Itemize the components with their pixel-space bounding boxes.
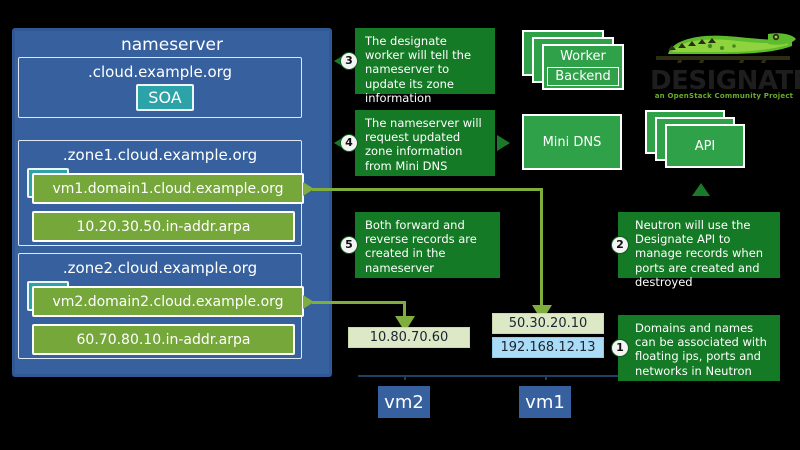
backend-chip: Backend [547, 67, 619, 86]
callout-2: Neutron will use the Designate API to ma… [625, 212, 780, 289]
zone-1-label: .zone1.cloud.example.org [62, 146, 258, 164]
vm1-floating-ip: 192.168.12.13 [492, 337, 604, 358]
callout-1: Domains and names can be associated with… [625, 315, 780, 381]
minidns-box: Mini DNS [522, 114, 622, 170]
callout-4: The nameserver will request updated zone… [355, 110, 495, 176]
network-tick-vm2 [404, 375, 406, 380]
zone-2-reverse-record: 60.70.80.10.in-addr.arpa [32, 324, 295, 355]
vm1-box: vm1 [519, 386, 571, 418]
connector-vm1-horizontal [312, 188, 543, 191]
zone-1-reverse-record: 10.20.30.50.in-addr.arpa [32, 211, 295, 242]
worker-label: Worker [560, 49, 606, 64]
vm2-fixed-ip: 10.80.70.60 [348, 327, 470, 348]
api-arrow-icon [692, 183, 710, 196]
zone-2-label: .zone2.cloud.example.org [62, 259, 258, 277]
worker-box: Worker Backend [542, 44, 624, 90]
connector-vm1-vertical [540, 188, 543, 307]
vm1-fixed-ip: 50.30.20.10 [492, 313, 604, 334]
callout-3-number-badge: 3 [340, 52, 358, 70]
vm2-box: vm2 [378, 386, 430, 418]
logo-subtitle: an OpenStack Community Project [654, 92, 794, 100]
callout-3: The designate worker will tell the names… [355, 28, 495, 105]
connector-vm1-tail-arrow-icon [303, 182, 314, 196]
soa-record-chip: SOA [136, 84, 194, 111]
callout-1-number-badge: 1 [611, 339, 629, 357]
network-tick-vm1 [545, 375, 547, 380]
connector-vm2-horizontal [312, 301, 405, 304]
callout-5-number-badge: 5 [340, 236, 358, 254]
callout-4-number-badge: 4 [340, 134, 358, 152]
zone-1-forward-record: vm1.domain1.cloud.example.org [32, 173, 304, 204]
logo-title: DESIGNATE [650, 66, 800, 96]
nameserver-title: nameserver [120, 35, 224, 55]
zone-root-label: .cloud.example.org [87, 63, 233, 81]
alligator-icon [656, 33, 796, 63]
callout-5: Both forward and reverse records are cre… [355, 212, 500, 278]
connector-vm2-vertical [403, 301, 406, 319]
designate-logo: DESIGNATE an OpenStack Community Project [650, 22, 800, 106]
network-line [358, 375, 618, 377]
api-box: API [665, 124, 745, 168]
connector-vm2-tail-arrow-icon [303, 295, 314, 309]
zone-2-forward-record: vm2.domain2.cloud.example.org [32, 286, 304, 317]
callout-2-number-badge: 2 [611, 236, 629, 254]
minidns-arrow-icon [497, 135, 510, 151]
